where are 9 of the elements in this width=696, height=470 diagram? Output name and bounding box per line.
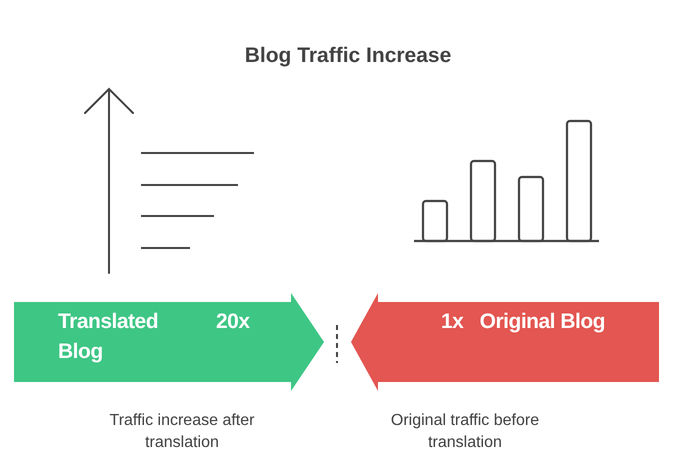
diagram-title: Blog Traffic Increase — [244, 44, 452, 68]
arrow-shape — [351, 293, 659, 391]
arrow-label: Translated Blog — [58, 309, 160, 365]
arrow-label: 1x — [441, 309, 464, 335]
arrow-label: Original Blog — [478, 309, 605, 335]
arrow-shape — [14, 293, 324, 391]
caption-text: Original traffic before translation — [390, 411, 540, 453]
caption-text: Traffic increase after translation — [108, 411, 256, 453]
arrow-label: 20x — [216, 309, 250, 335]
